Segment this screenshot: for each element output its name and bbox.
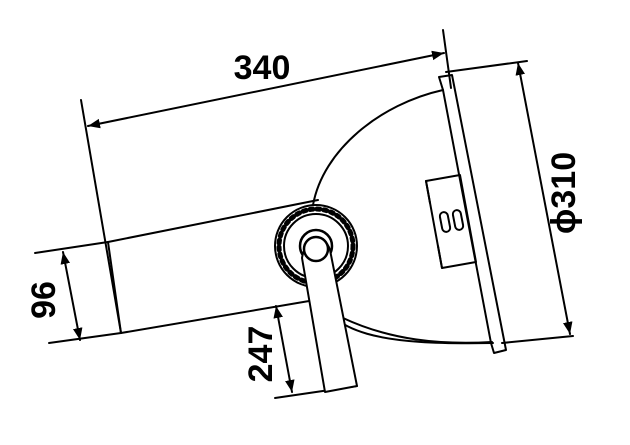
extension-line-diameter-top [445, 60, 528, 73]
extension-line-diameter-bottom [501, 335, 574, 344]
dimension-line-diameter [515, 62, 573, 335]
length-dimension-label: 340 [234, 49, 291, 87]
reflector-housing-lower [342, 317, 493, 344]
bracket-bolt [302, 235, 330, 263]
diameter-dimension-label: ϕ310 [545, 152, 583, 234]
dimension-line-length [87, 50, 445, 129]
extension-line-right [442, 29, 452, 89]
body-height-dimension-label: 96 [25, 281, 63, 319]
dimension-line-bracket-height [273, 305, 295, 393]
bracket-height-dimension-label: 247 [242, 326, 280, 383]
dimension-line-body-height [60, 251, 83, 341]
extension-line-left [80, 99, 122, 334]
extension-line-body-bottom [48, 332, 122, 344]
front-lens-frame [438, 74, 507, 354]
lamp-body [107, 199, 319, 334]
extension-line-body-top [34, 241, 109, 254]
terminal-box [425, 174, 477, 269]
